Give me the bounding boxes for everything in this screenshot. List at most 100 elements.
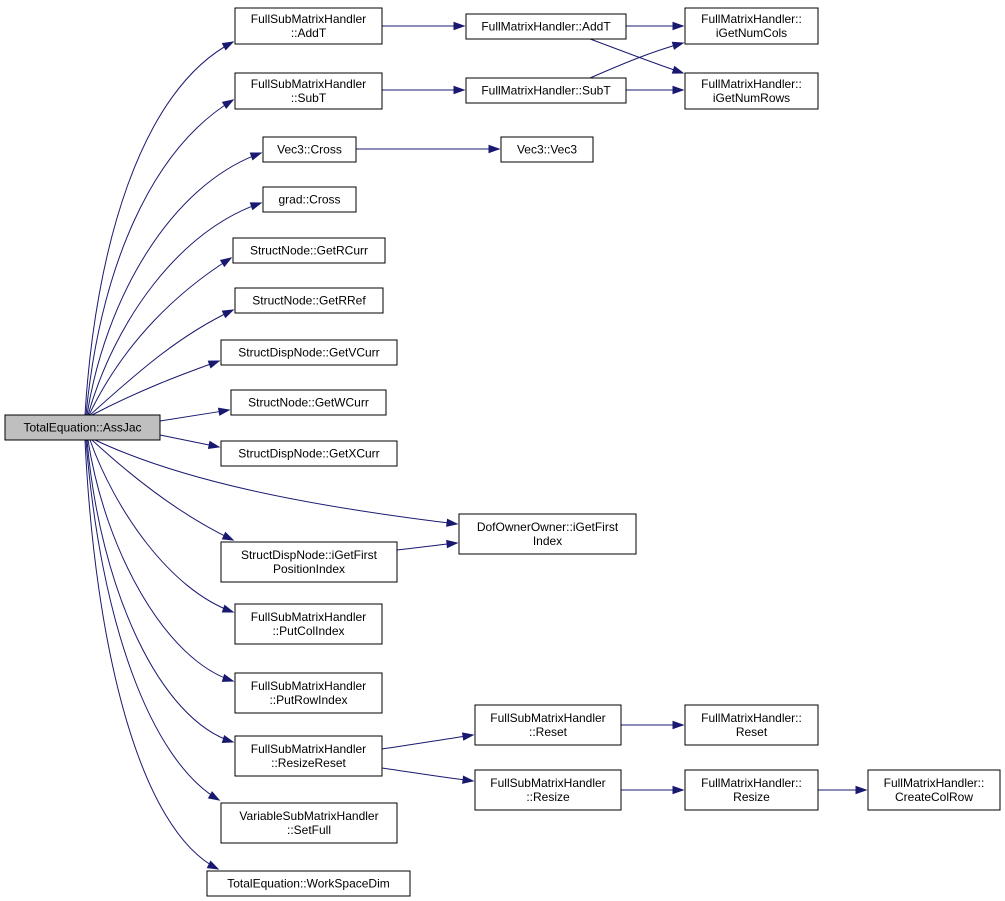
- edge-line: [381, 734, 474, 750]
- node-sn-rref[interactable]: StructNode::GetRRef: [234, 287, 384, 314]
- edge-line: [381, 767, 474, 782]
- arrowhead: [221, 531, 235, 541]
- node-box: [465, 13, 627, 40]
- arrowhead: [249, 152, 263, 161]
- node-box: [234, 7, 383, 45]
- node-box: [220, 802, 398, 844]
- arrowhead: [461, 732, 475, 741]
- node-label: TotalEquation::WorkSpaceDim: [227, 877, 390, 891]
- node-label: ::Reset: [529, 725, 568, 739]
- arrowhead: [221, 99, 235, 110]
- node-fmh-createcolrow[interactable]: FullMatrixHandler::CreateColRow: [867, 769, 1001, 811]
- edge-fsm_reset-to-fmh_reset: [621, 720, 685, 730]
- node-label: StructNode::GetWCurr: [248, 396, 369, 410]
- node-label: TotalEquation::AssJac: [23, 421, 141, 435]
- node-box: [684, 704, 819, 746]
- node-label: ::ResizeReset: [271, 756, 346, 770]
- node-label: FullMatrixHandler::: [884, 776, 985, 790]
- node-box: [500, 136, 594, 163]
- node-label: FullSubMatrixHandler: [251, 610, 366, 624]
- node-box: [474, 704, 622, 746]
- edge-line: [89, 309, 234, 416]
- node-fsm-reset[interactable]: FullSubMatrixHandler::Reset: [474, 704, 622, 746]
- node-box: [234, 672, 383, 714]
- node-label: FullMatrixHandler::AddT: [481, 20, 611, 34]
- arrowhead: [671, 41, 685, 50]
- node-label: ::AddT: [291, 26, 327, 40]
- edge-fsm_resize-to-fmh_resize: [621, 785, 685, 795]
- arrowhead: [453, 85, 466, 95]
- node-vec3-vec3[interactable]: Vec3::Vec3: [500, 136, 594, 163]
- node-label: DofOwnerOwner::iGetFirst: [477, 520, 619, 534]
- node-box: [4, 414, 161, 441]
- node-fsm-resizereset[interactable]: FullSubMatrixHandler::ResizeReset: [234, 735, 383, 777]
- node-box: [867, 769, 1001, 811]
- edge-root-to-sdn_xcurr: [159, 434, 221, 449]
- node-label: FullMatrixHandler::: [701, 12, 802, 26]
- node-label: StructDispNode::GetXCurr: [238, 447, 379, 461]
- node-label: iGetNumRows: [713, 91, 790, 105]
- edge-line: [85, 99, 234, 416]
- node-box: [262, 136, 357, 163]
- node-vec3-cross[interactable]: Vec3::Cross: [262, 136, 357, 163]
- edge-fsm_resizereset-to-fsm_resize: [381, 767, 475, 784]
- node-sn-wcurr[interactable]: StructNode::GetWCurr: [230, 389, 387, 416]
- edge-fmh_subt-to-fmh_rows: [626, 85, 685, 95]
- node-label: FullMatrixHandler::: [701, 77, 802, 91]
- arrowhead: [221, 41, 235, 51]
- node-fmh-cols[interactable]: FullMatrixHandler::iGetNumCols: [684, 7, 819, 45]
- node-box: [232, 237, 386, 264]
- node-te-wsdim[interactable]: TotalEquation::WorkSpaceDim: [206, 870, 411, 897]
- node-box: [465, 77, 627, 104]
- call-graph-edges: [84, 21, 868, 870]
- node-fsm-putcol[interactable]: FullSubMatrixHandler::PutColIndex: [234, 603, 383, 645]
- node-label: Vec3::Vec3: [517, 143, 577, 157]
- node-fmh-resize[interactable]: FullMatrixHandler::Resize: [684, 769, 819, 811]
- edge-line: [589, 42, 684, 79]
- node-label: FullSubMatrixHandler: [251, 12, 366, 26]
- edge-root-to-grad_cross: [87, 202, 263, 416]
- edge-fsm_addt-to-fmh_addt: [382, 21, 466, 31]
- node-fsm-addt[interactable]: FullSubMatrixHandler::AddT: [234, 7, 383, 45]
- node-vsm-setfull[interactable]: VariableSubMatrixHandler::SetFull: [220, 802, 398, 844]
- node-fsm-putrow[interactable]: FullSubMatrixHandler::PutRowIndex: [234, 672, 383, 714]
- edge-fmh_addt-to-fmh_cols: [626, 21, 685, 31]
- node-label: StructNode::GetRRef: [252, 294, 366, 308]
- node-sn-rcurr[interactable]: StructNode::GetRCurr: [232, 237, 386, 264]
- node-fmh-reset[interactable]: FullMatrixHandler::Reset: [684, 704, 819, 746]
- node-box: [220, 541, 398, 583]
- node-label: FullSubMatrixHandler: [490, 776, 605, 790]
- arrowhead: [672, 720, 685, 730]
- node-label: FullSubMatrixHandler: [251, 77, 366, 91]
- edge-line: [94, 439, 458, 525]
- node-label: FullMatrixHandler::: [701, 711, 802, 725]
- node-grad-cross[interactable]: grad::Cross: [262, 186, 357, 213]
- node-label: ::PutColIndex: [272, 624, 344, 638]
- node-box: [234, 72, 383, 110]
- arrowhead: [207, 440, 221, 449]
- node-fmh-rows[interactable]: FullMatrixHandler::iGetNumRows: [684, 72, 819, 110]
- node-fsm-subt[interactable]: FullSubMatrixHandler::SubT: [234, 72, 383, 110]
- arrowhead: [672, 85, 685, 95]
- edge-line: [86, 152, 262, 416]
- arrowhead: [446, 518, 459, 527]
- edge-root-to-fsm_subt: [85, 99, 235, 416]
- node-root[interactable]: TotalEquation::AssJac: [4, 414, 161, 441]
- node-fsm-resize[interactable]: FullSubMatrixHandler::Resize: [474, 769, 622, 811]
- arrowhead: [462, 775, 475, 784]
- node-fmh-addt[interactable]: FullMatrixHandler::AddT: [465, 13, 627, 40]
- arrowhead: [221, 604, 235, 613]
- arrowhead: [249, 202, 263, 211]
- node-label: VariableSubMatrixHandler: [239, 809, 378, 823]
- node-fmh-subt[interactable]: FullMatrixHandler::SubT: [465, 77, 627, 104]
- node-box: [234, 603, 383, 645]
- call-graph-nodes: TotalEquation::AssJacFullSubMatrixHandle…: [4, 7, 1001, 897]
- arrowhead: [671, 65, 685, 74]
- node-sdn-xcurr[interactable]: StructDispNode::GetXCurr: [220, 440, 398, 467]
- edge-root-to-sn_wcurr: [159, 407, 231, 422]
- edge-line: [87, 439, 234, 682]
- arrowhead: [217, 407, 231, 416]
- node-sdn-vcurr[interactable]: StructDispNode::GetVCurr: [220, 339, 398, 366]
